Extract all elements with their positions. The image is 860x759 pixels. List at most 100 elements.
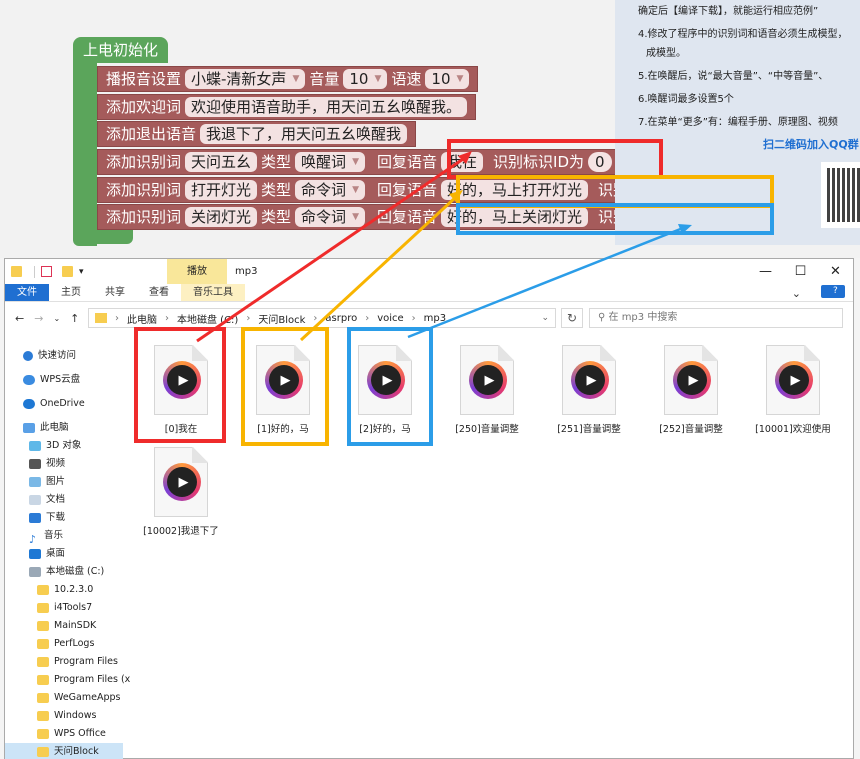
id-field[interactable]: 0 [588,152,612,172]
reply-field[interactable]: 我在 [441,152,484,172]
speed-dropdown[interactable]: 10▼ [425,69,470,89]
maximize-icon[interactable]: ☐ [794,264,807,279]
exit-voice-block[interactable]: 添加退出语音 我退下了，用天问五幺唤醒我 [97,121,417,147]
file-item[interactable]: ▶ [0]我在 [133,345,229,435]
file-name: [1]好的，马 [257,424,309,435]
welcome-text-field[interactable]: 欢迎使用语音助手，用天问五幺唤醒我。 [185,97,468,117]
sidebar-item-local-disk[interactable]: 本地磁盘 (C:) [29,563,104,580]
type-label: 类型 [261,181,292,199]
sidebar-item-documents[interactable]: 文档 [29,491,65,508]
sidebar-folder[interactable]: WPS Office [37,725,106,742]
sidebar-folder[interactable]: i4Tools7 [37,599,92,616]
help-icon[interactable]: ? [821,285,845,298]
breadcrumb-item[interactable]: mp3 [423,312,447,324]
exit-text-field[interactable]: 我退下了，用天问五幺唤醒我 [200,124,408,144]
welcome-block[interactable]: 添加欢迎词 欢迎使用语音助手，用天问五幺唤醒我。 [97,94,477,120]
file-item[interactable]: ▶ [1]好的，马 [235,345,331,435]
breadcrumb-item[interactable]: 天问Block [258,314,306,326]
close-icon[interactable]: ✕ [830,264,841,279]
hat-block-foot [73,230,133,244]
sidebar-folder[interactable]: Windows [37,707,96,724]
breadcrumb-item[interactable]: voice [377,312,404,324]
sidebar-folder[interactable]: WeGameApps [37,689,120,706]
voice-dropdown[interactable]: 小蝶-清新女声▼ [185,69,306,89]
tab-home[interactable]: 主页 [61,287,81,298]
sidebar-folder[interactable]: PerfLogs [37,635,94,652]
sidebar-folder[interactable]: 10.2.3.0 [37,581,93,598]
tts-setting-block[interactable]: 播报音设置 小蝶-清新女声▼ 音量 10▼ 语速 10▼ [97,66,479,92]
sidebar-item-videos[interactable]: 视频 [29,455,65,472]
new-folder-icon[interactable] [62,266,73,277]
file-item[interactable]: ▶ [251]音量调整 [541,345,637,435]
tab-music-tools[interactable]: 音乐工具 [181,284,245,301]
file-item[interactable]: ▶ [250]音量调整 [439,345,535,435]
sidebar-folder[interactable]: MainSDK [37,617,96,634]
sidebar-item-music[interactable]: ♪音乐 [29,527,63,546]
mp3-file-icon: ▶ [154,345,208,415]
type-dropdown[interactable]: 命令词▼ [295,180,365,200]
breadcrumb-item[interactable]: 此电脑 [127,314,157,326]
tts-label: 播报音设置 [106,70,182,88]
file-item[interactable]: ▶ [10002]我退下了 [133,447,229,537]
reply-field[interactable]: 好的，马上关闭灯光 [441,207,589,227]
tab-share[interactable]: 共享 [105,287,125,298]
hat-block-startup[interactable]: 上电初始化 [73,37,169,63]
volume-dropdown[interactable]: 10▼ [343,69,388,89]
volume-label: 音量 [309,70,340,88]
sidebar-item-quick-access[interactable]: 快速访问 [23,347,76,364]
breadcrumb-item[interactable]: asrpro [325,312,358,324]
sidebar-item-wps-cloud[interactable]: WPS云盘 [23,371,80,388]
chevron-down-icon: ▼ [292,74,300,84]
qq-group-link[interactable]: 扫二维码加入QQ群 [763,138,859,151]
word-field[interactable]: 天问五幺 [185,152,258,172]
ribbon-context-play[interactable]: 播放 [167,259,227,284]
reply-field[interactable]: 好的，马上打开灯光 [441,180,589,200]
forward-icon[interactable]: → [34,312,44,325]
type-value: 命令词 [301,208,347,226]
mp3-file-icon: ▶ [766,345,820,415]
address-bar[interactable]: › 此电脑 › 本地磁盘 (C:) › 天问Block › asrpro › v… [88,308,556,328]
sidebar-item-3d-objects[interactable]: 3D 对象 [29,437,81,454]
sidebar-folder[interactable]: Program Files (x [37,671,130,688]
file-item[interactable]: ▶ [2]好的，马 [337,345,433,435]
sidebar-item-downloads[interactable]: 下载 [29,509,65,526]
picture-icon [29,476,41,487]
type-dropdown[interactable]: 命令词▼ [295,207,365,227]
sidebar-folder-selected[interactable]: 天问Block [5,743,123,759]
file-item[interactable]: ▶ [10001]欢迎使用 [745,345,841,435]
properties-icon[interactable] [41,266,52,277]
up-icon[interactable]: ↑ [70,312,80,325]
file-name: [250]音量调整 [455,424,519,435]
mp3-file-icon: ▶ [664,345,718,415]
back-icon[interactable]: ← [15,312,25,325]
customize-qat-icon[interactable]: ▾ [79,266,84,277]
chevron-down-icon[interactable]: ⌄ [541,313,549,323]
sidebar-item-onedrive[interactable]: OneDrive [23,395,85,412]
sidebar-item-this-pc[interactable]: 此电脑 [23,419,69,436]
expand-ribbon-icon[interactable]: ⌄ [791,287,801,300]
sidebar-label: 文档 [46,494,66,505]
minimize-icon[interactable]: — [759,264,772,279]
sidebar-label: PerfLogs [54,638,95,649]
qr-code [821,162,860,228]
file-item[interactable]: ▶ [252]音量调整 [643,345,739,435]
sidebar-item-desktop[interactable]: 桌面 [29,545,65,562]
file-name: [10001]欢迎使用 [755,424,831,435]
sidebar-folder[interactable]: Program Files [37,653,118,670]
sidebar-item-pictures[interactable]: 图片 [29,473,65,490]
chevron-down-icon: ▼ [352,185,359,195]
tab-view[interactable]: 查看 [149,287,169,298]
refresh-icon[interactable]: ↻ [561,308,583,328]
word-field[interactable]: 打开灯光 [185,180,258,200]
sidebar-label: 本地磁盘 (C:) [46,566,105,577]
desktop-icon [29,548,41,559]
tab-file[interactable]: 文件 [5,284,49,301]
recent-icon[interactable]: ⌄ [53,314,61,323]
panel-line: 确定后【编译下载】，就能运行相应范例” [638,6,819,17]
type-dropdown[interactable]: 唤醒词▼ [295,152,365,172]
search-input[interactable]: ⚲ 在 mp3 中搜索 [589,308,843,328]
word-field[interactable]: 关闭灯光 [185,207,258,227]
recognition-block-0[interactable]: 添加识别词 天问五幺 类型 唤醒词▼ 回复语音 我在 识别标识ID为 0 [97,149,621,175]
type-label: 类型 [261,208,292,226]
breadcrumb-item[interactable]: 本地磁盘 (C:) [177,314,239,326]
